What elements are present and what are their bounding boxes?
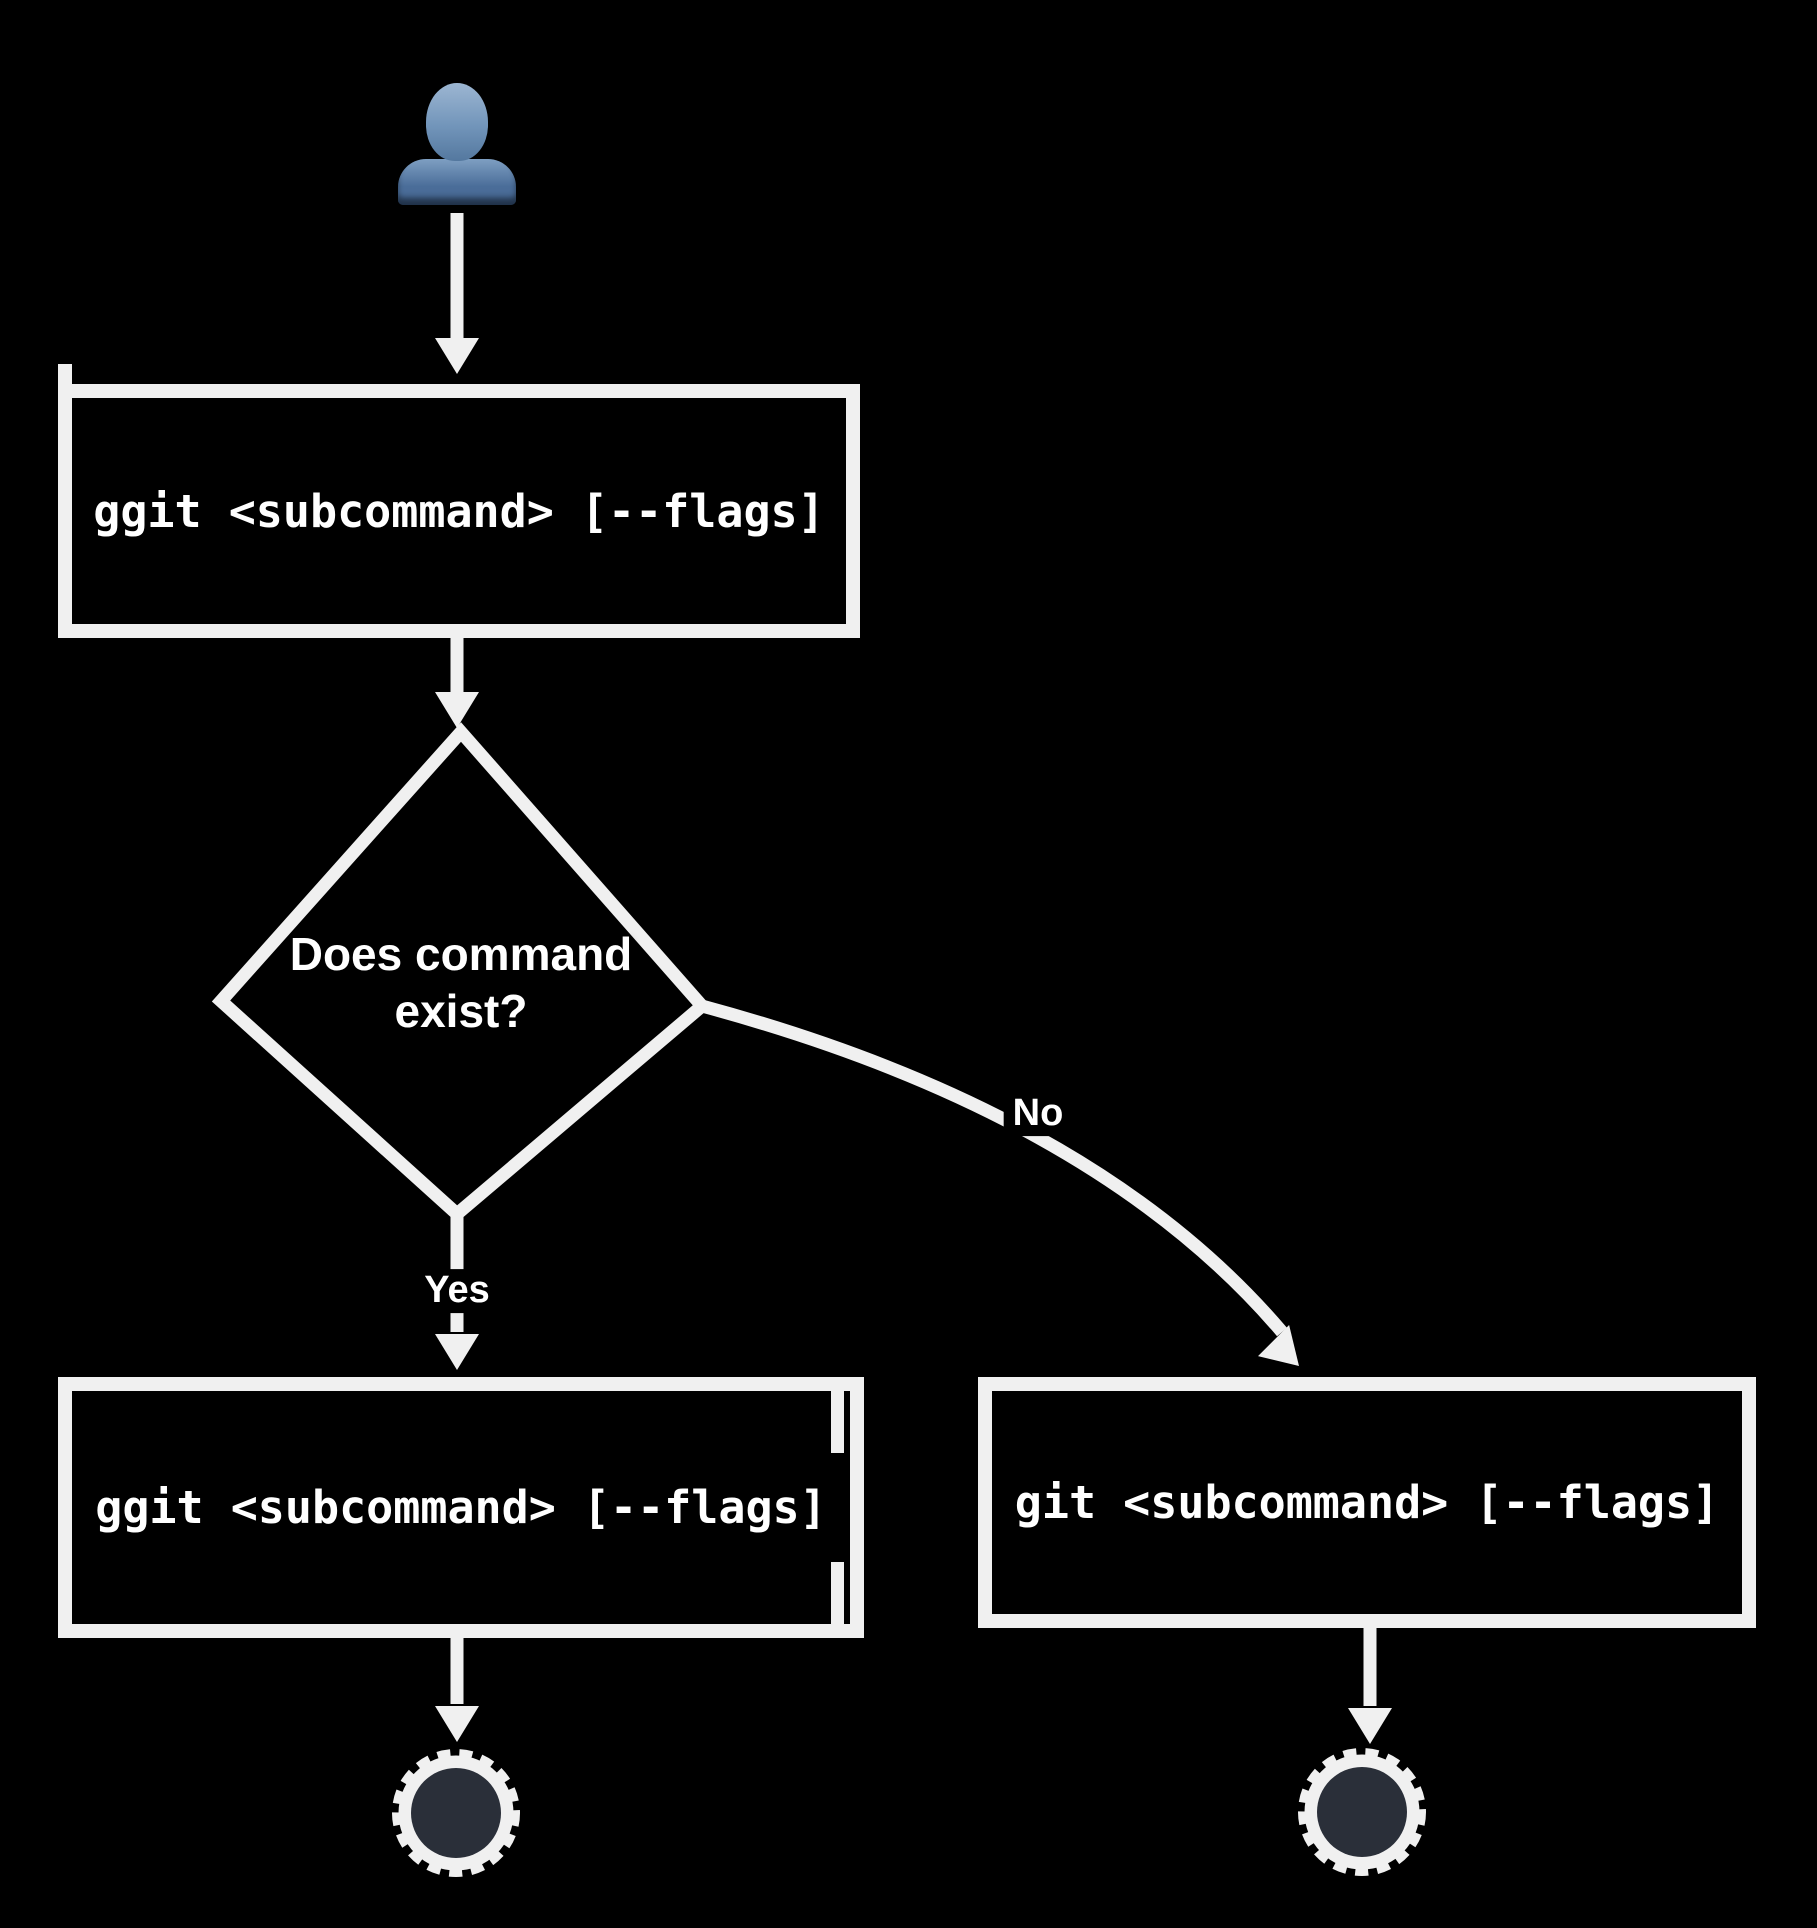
node-yes-result: ggit <subcommand> [--flags] — [58, 1377, 864, 1638]
arrowhead-to-entry — [435, 338, 479, 374]
edge-label-yes: Yes — [415, 1269, 499, 1313]
arrowhead-to-decision — [435, 692, 479, 728]
node-no-result: git <subcommand> [--flags] — [978, 1377, 1756, 1628]
yes-result-label: ggit <subcommand> [--flags] — [95, 1481, 827, 1534]
user-icon-body — [398, 159, 516, 205]
terminal-end-left — [392, 1749, 520, 1877]
arrowhead-no — [1257, 1324, 1299, 1366]
sketch-double-stroke — [831, 1391, 844, 1453]
edge-no — [700, 999, 1287, 1337]
no-result-label: git <subcommand> [--flags] — [1014, 1476, 1720, 1529]
node-entry-command: ggit <subcommand> [--flags] — [58, 364, 860, 638]
arrowhead-yes — [435, 1334, 479, 1370]
user-icon — [398, 83, 516, 205]
decision-line1: Does command — [289, 928, 633, 980]
node-decision-label: Does command exist? — [241, 926, 681, 1040]
sketch-double-stroke — [831, 1562, 844, 1624]
edge-label-no: No — [1003, 1092, 1073, 1136]
terminal-end-right — [1298, 1748, 1426, 1876]
end-circle-left — [411, 1768, 501, 1858]
arrowhead-end-left — [435, 1706, 479, 1742]
decision-line2: exist? — [394, 985, 528, 1037]
end-circle-right — [1317, 1767, 1407, 1857]
entry-command-label: ggit <subcommand> [--flags] — [93, 484, 825, 538]
user-icon-head — [426, 83, 488, 161]
arrowhead-end-right — [1348, 1708, 1392, 1744]
sketch-stub — [58, 364, 72, 386]
